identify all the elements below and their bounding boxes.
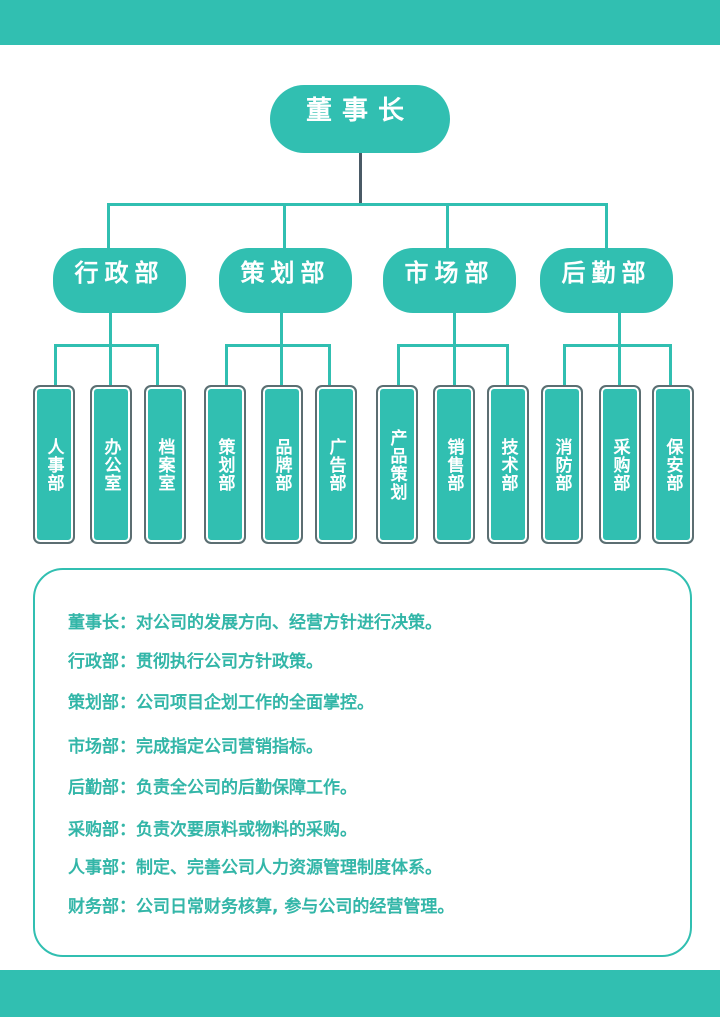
top-banner	[0, 0, 720, 45]
connector	[156, 344, 159, 385]
node-label: 广告部	[325, 437, 346, 492]
node-chairman: 董事长	[270, 85, 450, 153]
node-subunit: 办公室	[90, 385, 132, 544]
node-label: 行政部	[74, 259, 165, 287]
node-subunit: 消防部	[541, 385, 583, 544]
connector	[359, 153, 362, 205]
node-subunit: 技术部	[487, 385, 529, 544]
node-label: 档案室	[154, 437, 175, 492]
node-label: 办公室	[100, 437, 121, 492]
node-subunit: 人事部	[33, 385, 75, 544]
node-label: 后勤部	[561, 259, 652, 287]
node-subunit: 采购部	[599, 385, 641, 544]
connector	[669, 344, 672, 385]
description-line: 董事长：对公司的发展方向、经营方针进行决策。	[68, 613, 442, 633]
description-panel: 董事长：对公司的发展方向、经营方针进行决策。 行政部：贯彻执行公司方针政策。 策…	[33, 568, 692, 957]
connector	[618, 313, 621, 346]
node-label: 保安部	[662, 437, 683, 492]
connector	[225, 344, 331, 347]
connector	[225, 344, 228, 385]
connector	[446, 203, 449, 248]
connector	[107, 203, 110, 248]
connector	[109, 344, 112, 385]
node-subunit: 产品策划	[376, 385, 418, 544]
description-line: 人事部：制定、完善公司人力资源管理制度体系。	[68, 858, 442, 878]
node-department: 行政部	[53, 248, 186, 313]
connector	[283, 203, 286, 248]
connector	[397, 344, 400, 385]
node-label: 销售部	[443, 437, 464, 492]
connector	[563, 344, 672, 347]
connector	[54, 344, 57, 385]
node-subunit: 档案室	[144, 385, 186, 544]
node-label: 市场部	[404, 259, 495, 287]
connector	[54, 344, 159, 347]
connector	[453, 344, 456, 385]
connector	[453, 313, 456, 346]
connector	[109, 313, 112, 346]
node-label: 品牌部	[271, 437, 292, 492]
node-label: 策划部	[240, 259, 331, 287]
connector	[618, 344, 621, 385]
node-subunit: 策划部	[204, 385, 246, 544]
node-label: 采购部	[609, 437, 630, 492]
description-line: 财务部：公司日常财务核算, 参与公司的经营管理。	[68, 897, 455, 917]
connector	[563, 344, 566, 385]
description-line: 策划部：公司项目企划工作的全面掌控。	[68, 693, 374, 713]
description-line: 市场部：完成指定公司营销指标。	[68, 737, 323, 757]
connector	[328, 344, 331, 385]
node-subunit: 广告部	[315, 385, 357, 544]
connector	[107, 203, 608, 206]
node-label: 产品策划	[386, 428, 407, 501]
description-line: 行政部：贯彻执行公司方针政策。	[68, 652, 323, 672]
node-subunit: 品牌部	[261, 385, 303, 544]
connector	[280, 344, 283, 385]
description-line: 后勤部：负责全公司的后勤保障工作。	[68, 778, 357, 798]
node-label: 董事长	[305, 96, 414, 126]
connector	[506, 344, 509, 385]
node-subunit: 保安部	[652, 385, 694, 544]
node-label: 人事部	[43, 437, 64, 492]
connector	[605, 203, 608, 248]
node-department: 后勤部	[540, 248, 673, 313]
node-subunit: 销售部	[433, 385, 475, 544]
node-department: 策划部	[219, 248, 352, 313]
bottom-banner	[0, 970, 720, 1017]
description-line: 采购部：负责次要原料或物料的采购。	[68, 820, 357, 840]
node-label: 消防部	[551, 437, 572, 492]
node-label: 策划部	[214, 437, 235, 492]
node-department: 市场部	[383, 248, 516, 313]
connector	[280, 313, 283, 346]
node-label: 技术部	[497, 437, 518, 492]
